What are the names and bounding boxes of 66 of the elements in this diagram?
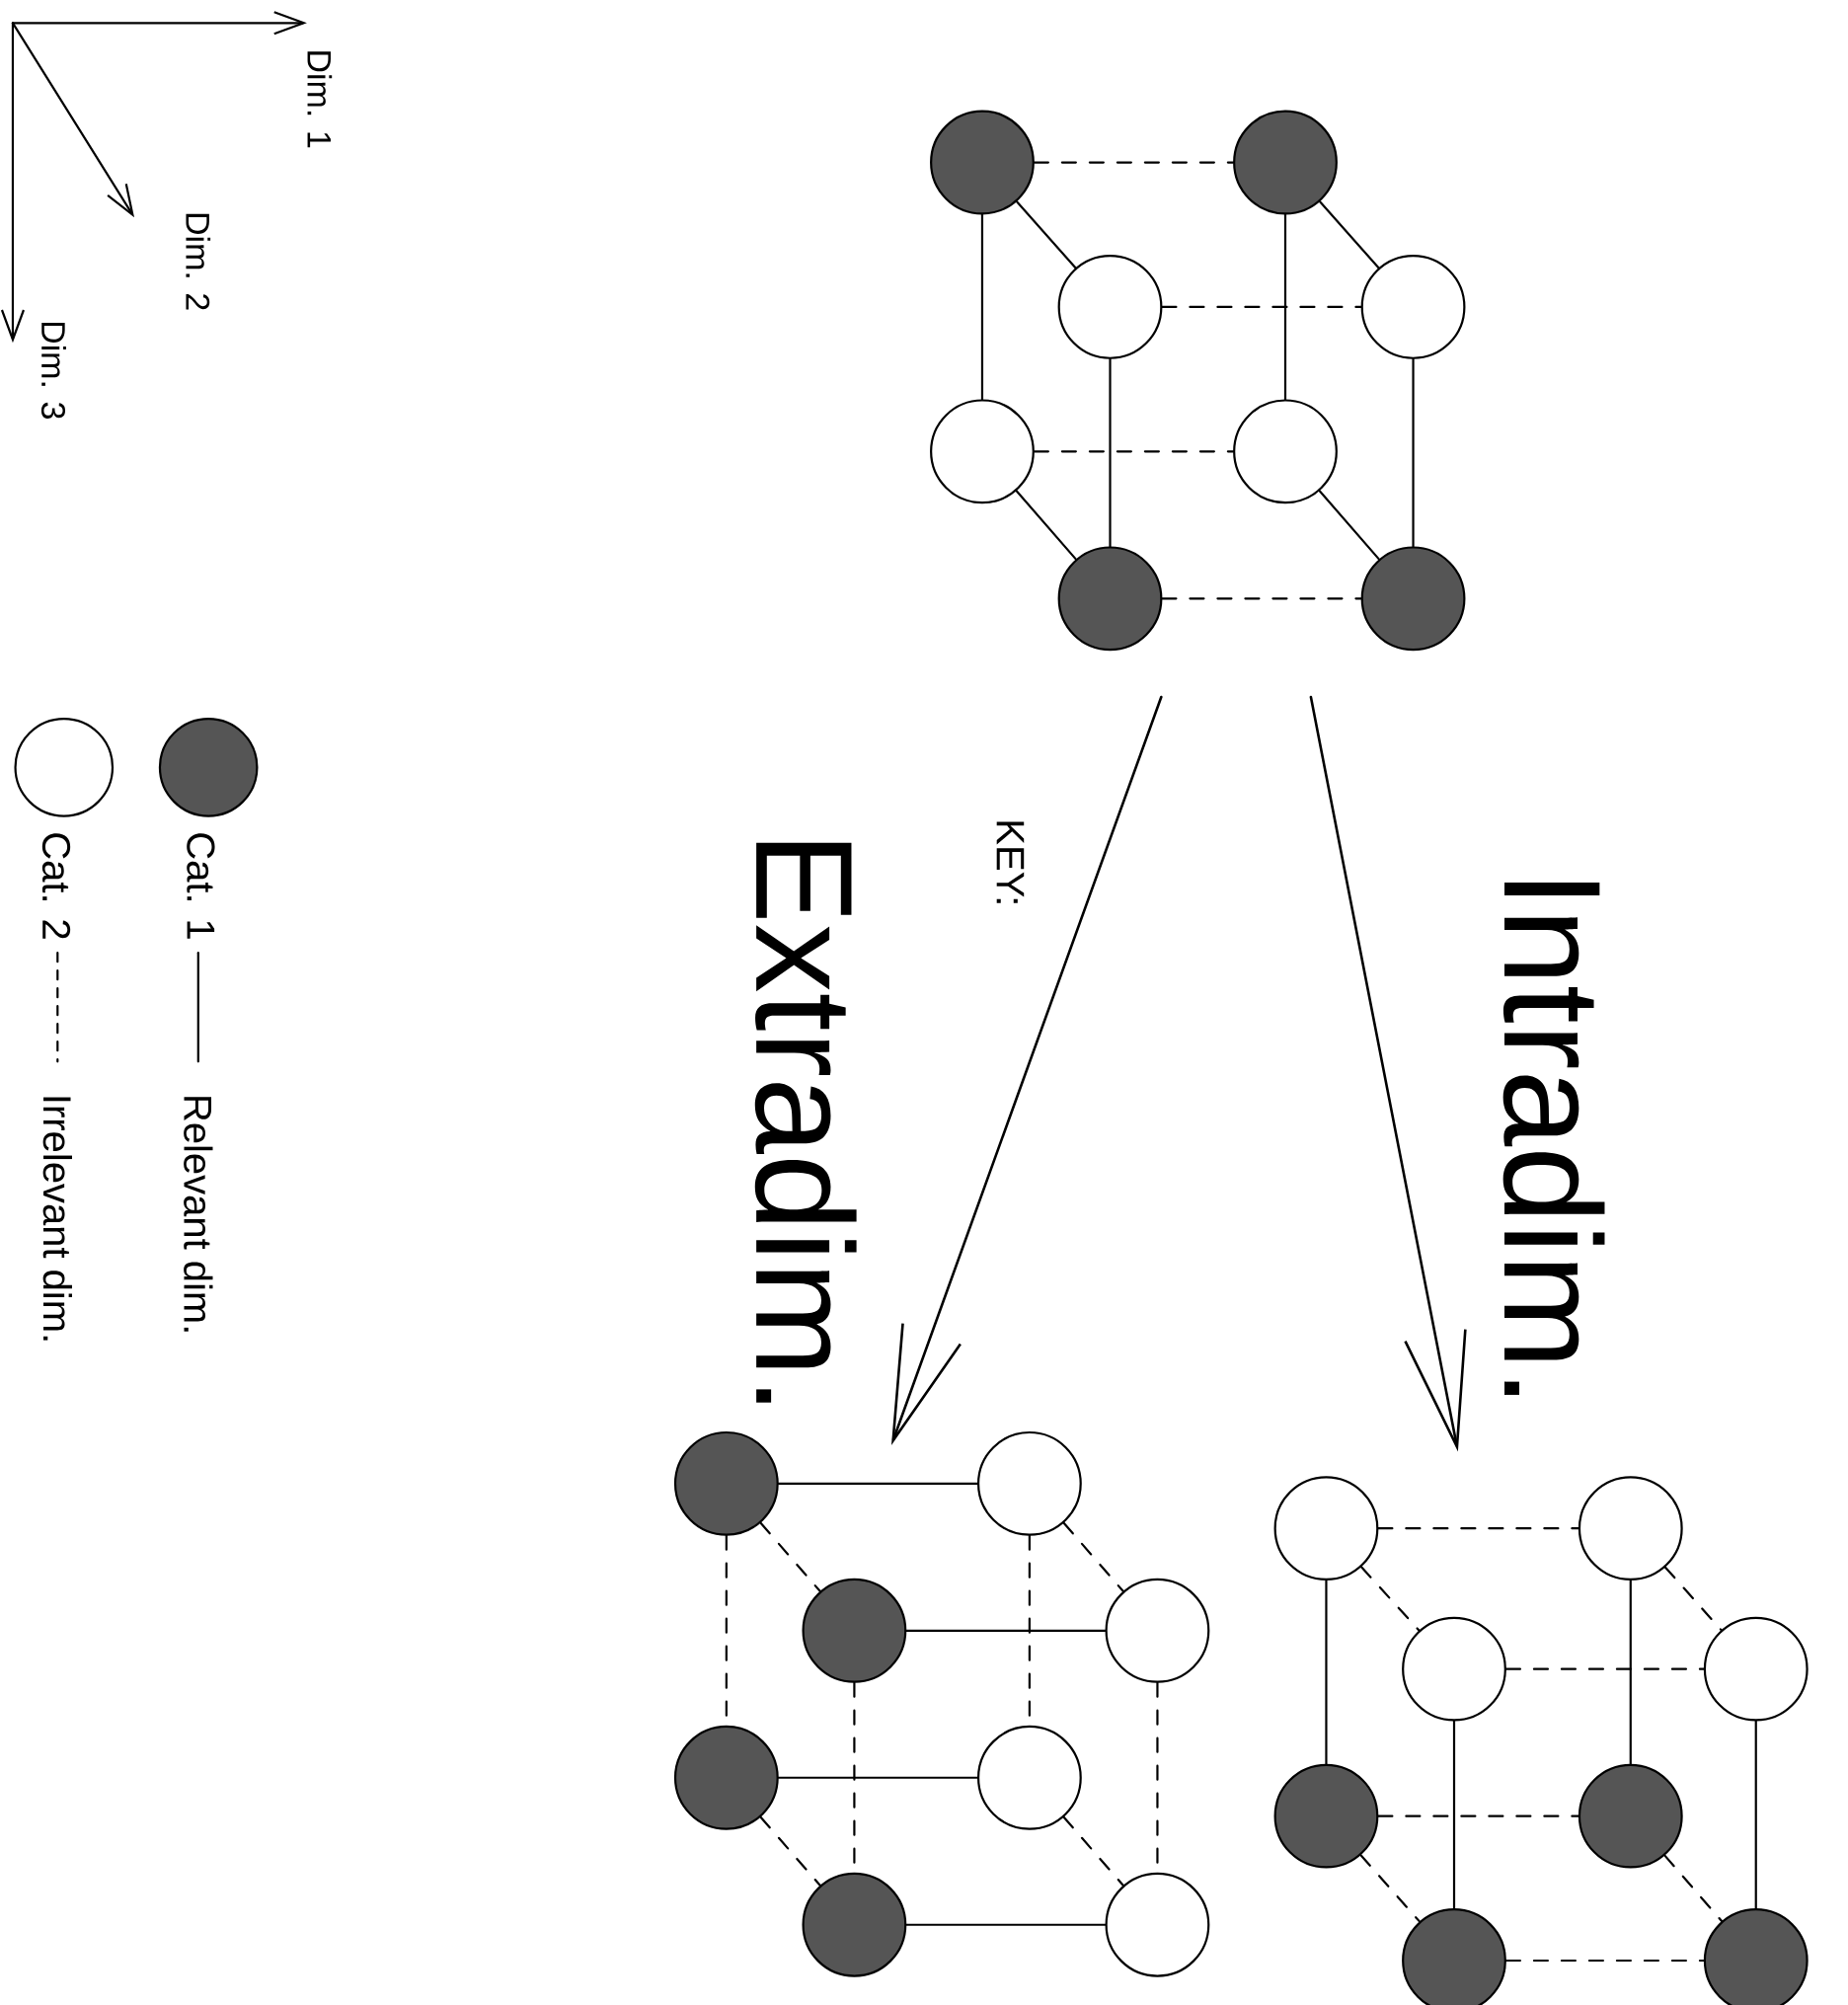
cube-edge <box>1754 1720 1757 1910</box>
cube-edge <box>1318 490 1380 561</box>
open-circle <box>1233 399 1338 504</box>
cube-edge <box>1452 1720 1456 1910</box>
open-circle <box>1578 1476 1683 1581</box>
cube-edge <box>1377 1814 1579 1817</box>
open-circle <box>1105 1872 1210 1977</box>
cube-edge <box>1412 357 1415 548</box>
arrow-label: Extradim. <box>754 842 857 1403</box>
filled-circle <box>1057 546 1163 652</box>
cube-edge <box>1109 357 1112 548</box>
open-circle <box>976 1725 1082 1830</box>
cube-edge <box>759 1521 821 1592</box>
legend-label: Relevant dim. <box>184 1097 213 1332</box>
cube-edge <box>1062 1521 1124 1592</box>
filled-circle <box>673 1725 779 1830</box>
open-circle <box>1057 255 1163 359</box>
filled-circle <box>1360 546 1466 652</box>
cube-edge <box>1062 1815 1124 1887</box>
cube-edge <box>777 1776 979 1779</box>
cube-edge <box>1318 200 1380 270</box>
cube-edge <box>1033 161 1235 164</box>
open-circle <box>1273 1476 1379 1581</box>
filled-circle <box>1233 110 1338 215</box>
open-circle <box>1703 1616 1809 1722</box>
legend-label: Irrelevant dim. <box>42 1097 72 1341</box>
cube-edge <box>1504 1667 1705 1670</box>
cube-edge <box>905 1629 1107 1632</box>
filled-circle <box>1402 1908 1506 2005</box>
legend-title: KEY: <box>996 821 1025 903</box>
open-circle <box>1360 255 1466 359</box>
cube-edge <box>1325 1579 1328 1765</box>
legend-label: Cat. 1 <box>187 833 215 939</box>
cube-edge <box>1359 1566 1421 1632</box>
cube-edge <box>1283 213 1287 401</box>
cube-edge <box>1033 450 1235 453</box>
cube-edge <box>1663 1566 1723 1632</box>
filled-circle <box>1578 1763 1683 1869</box>
arrow-label: Intradim. <box>1502 883 1605 1395</box>
open-circle <box>930 399 1035 504</box>
cube-edge <box>759 1815 821 1887</box>
cube-edge <box>905 1923 1107 1926</box>
cube-edge <box>1161 305 1362 309</box>
cube-edge <box>1377 1527 1579 1530</box>
axis-label: Dim. 3 <box>40 322 66 419</box>
filled-circle <box>1703 1908 1809 2005</box>
cube-edge <box>777 1482 979 1485</box>
cube-edge <box>1015 200 1077 270</box>
filled-circle <box>802 1578 907 1683</box>
open-circle <box>976 1430 1082 1536</box>
open-circle <box>1402 1616 1506 1722</box>
cube-edge <box>1663 1854 1724 1923</box>
cube-edge <box>980 213 984 401</box>
open-circle <box>1105 1578 1210 1683</box>
filled-circle <box>1273 1763 1379 1869</box>
legend-label: Cat. 2 <box>41 833 71 939</box>
filled-circle <box>930 110 1035 215</box>
axis-label: Dim. 1 <box>307 51 333 148</box>
cube-edge <box>1015 490 1077 561</box>
axis-label: Dim. 2 <box>186 213 211 310</box>
cube-edge <box>1504 1959 1705 1963</box>
cube-edge <box>1161 597 1362 600</box>
cube-edge <box>1629 1579 1632 1765</box>
filled-circle <box>673 1430 779 1536</box>
cube-edge <box>1359 1854 1422 1923</box>
filled-circle <box>802 1872 907 1977</box>
